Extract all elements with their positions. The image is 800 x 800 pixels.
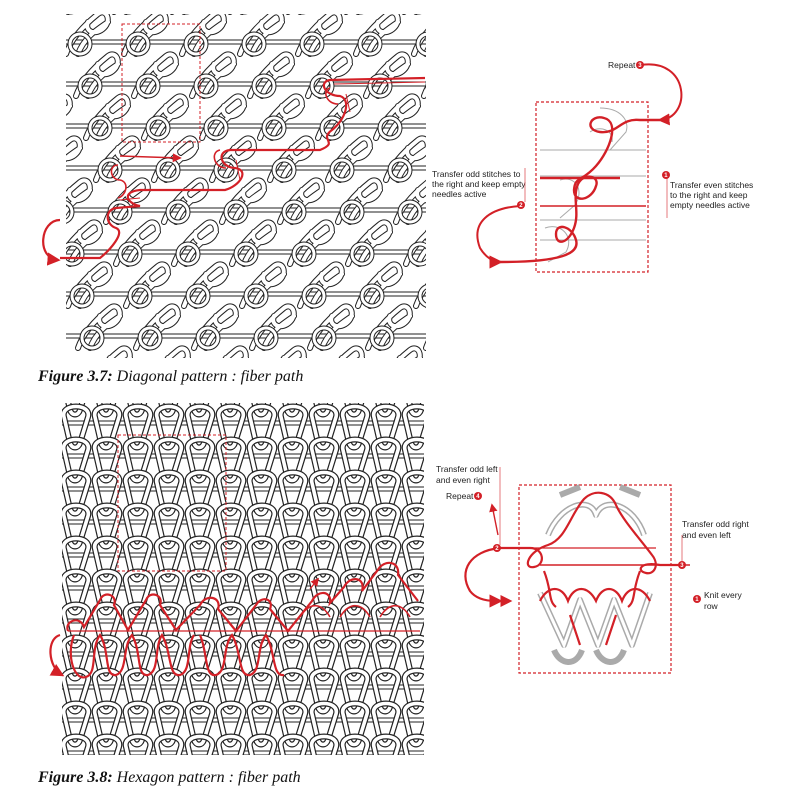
diagonal-knit-mesh [66,14,426,358]
svg-text:2: 2 [495,546,499,552]
svg-text:2: 2 [519,203,523,209]
svg-text:4: 4 [476,494,480,500]
detail-box [535,101,649,273]
svg-text:3: 3 [680,563,684,569]
annotation-transfer-odd-left: Transfer odd left and even right [436,464,498,485]
svg-text:and even right: and even right [436,475,491,485]
svg-text:Transfer odd left: Transfer odd left [436,464,498,474]
svg-text:the right and keep empty: the right and keep empty [432,179,526,189]
svg-text:1: 1 [695,597,699,603]
svg-text:to the right and keep: to the right and keep [670,190,748,200]
diagonal-pattern-diagram: Repeat 3 1 Transfer even stitches to the… [42,14,753,358]
svg-text:Repeat: Repeat [446,491,474,501]
annotation-knit-every-row: 1 Knit every row [693,590,743,611]
annotation-repeat: Repeat 4 [446,491,482,501]
hexagon-knit-mesh [62,403,424,755]
hexagon-pattern-diagram: Transfer odd left and even right Repeat … [49,403,749,755]
badge-3 [636,61,644,69]
badge-4 [474,492,482,500]
annotation-repeat-text: Repeat [608,60,636,70]
fiber-path [49,561,420,679]
hexagon-detail [464,467,690,674]
fiber-path [42,76,426,266]
svg-text:empty needles active: empty needles active [670,200,750,210]
figure-3-8-caption: Figure 3.8: Hexagon pattern : fiber path [38,769,301,786]
svg-text:row: row [704,601,719,611]
svg-text:Transfer odd stitches to: Transfer odd stitches to [432,169,521,179]
detail-box [518,484,672,674]
svg-text:Knit every: Knit every [704,590,743,600]
badge-1 [662,171,670,179]
repeat-box [121,23,201,143]
badge-3 [678,561,686,569]
svg-text:1: 1 [664,173,668,179]
figure-3-8: Transfer odd left and even right Repeat … [0,395,800,800]
svg-text:and even left: and even left [682,530,731,540]
diagonal-detail [476,63,683,273]
repeat-box [117,434,227,572]
figure-3-7-caption: Figure 3.7: Diagonal pattern : fiber pat… [38,368,304,385]
svg-text:Transfer even stitches: Transfer even stitches [670,180,753,190]
svg-text:Transfer odd right: Transfer odd right [682,519,749,529]
svg-text:3: 3 [638,63,642,69]
badge-2 [517,201,525,209]
badge-2 [493,544,501,552]
annotation-repeat: Repeat 3 [608,60,644,70]
badge-1 [693,595,701,603]
svg-text:needles active: needles active [432,189,487,199]
annotation-transfer-even: 1 Transfer even stitches to the right an… [662,171,753,210]
figure-3-7: Repeat 3 1 Transfer even stitches to the… [0,0,800,395]
annotation-transfer-odd: Transfer odd stitches to the right and k… [432,168,526,209]
annotation-step-2: 2 [493,544,501,552]
annotation-transfer-odd-right: Transfer odd right and even left 3 [678,519,749,569]
